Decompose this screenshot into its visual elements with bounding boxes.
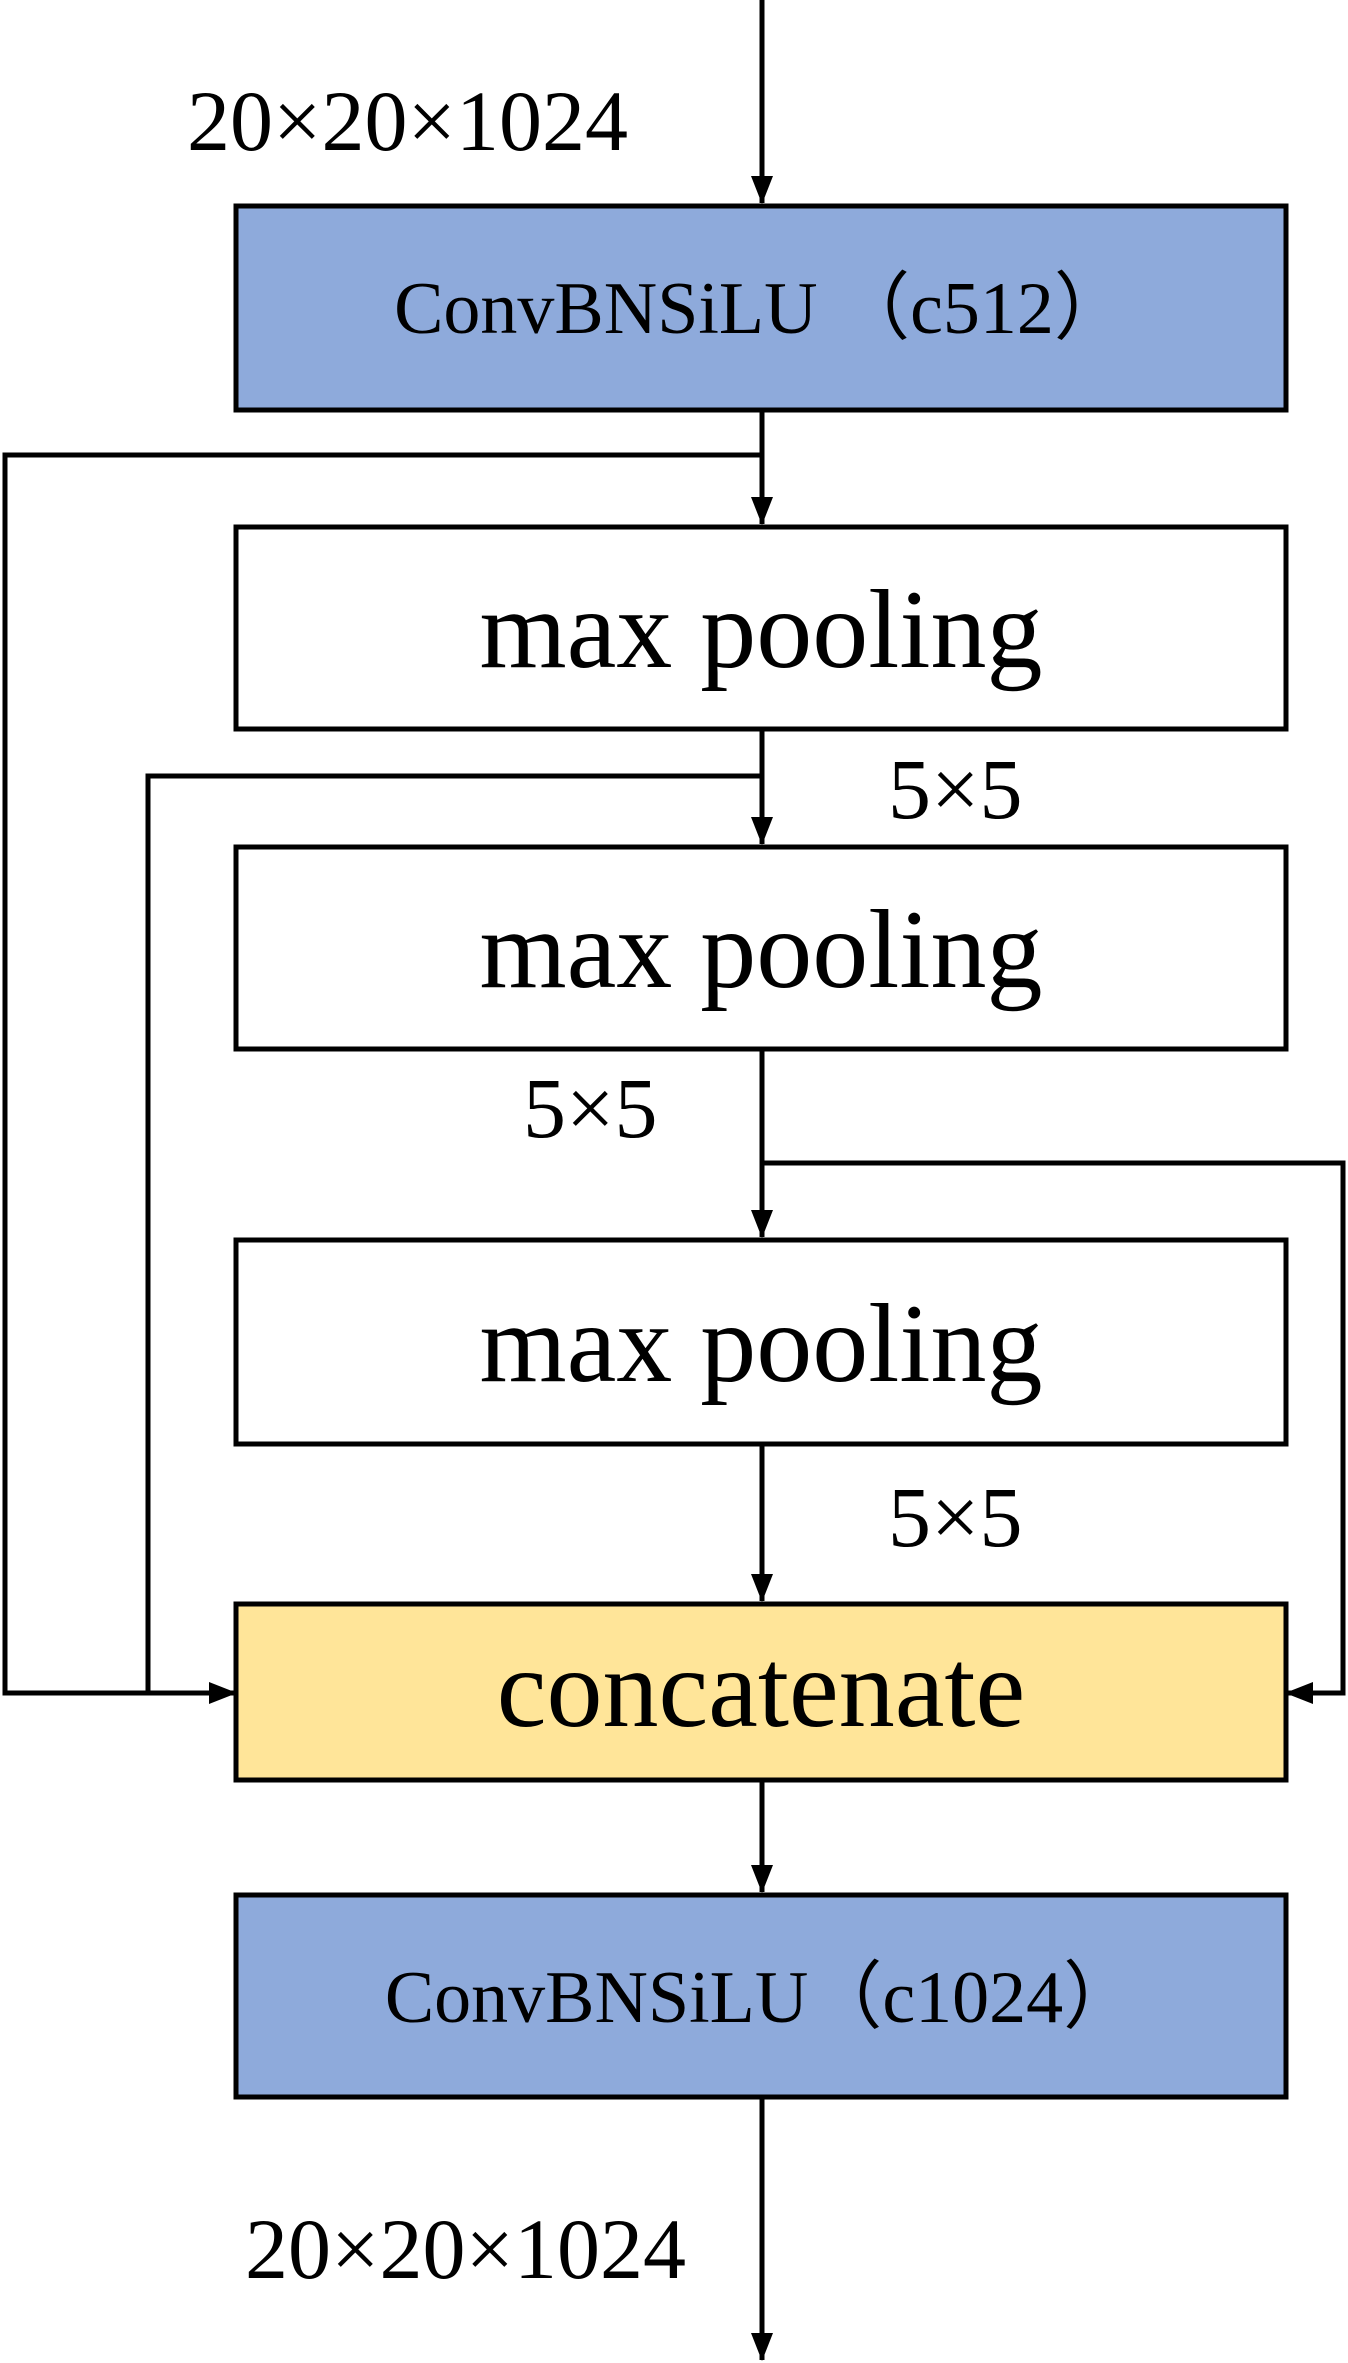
skip-connection-pool2 [762,1160,1346,1704]
conv-block-c1024-label: ConvBNSiLU（c1024） [385,1957,1137,2039]
kernel-size-label-1: 5×5 [888,741,1023,837]
input-dims-label: 20×20×1024 [187,73,628,169]
conv-block-c512: ConvBNSiLU （c512） [233,203,1289,413]
conv-block-c1024: ConvBNSiLU（c1024） [233,1892,1289,2100]
max-pooling-label-1: max pooling [479,568,1042,692]
concatenate-label: concatenate [497,1627,1026,1751]
max-pooling-block-3: max pooling [233,1237,1289,1447]
max-pooling-block-2: max pooling [233,844,1289,1052]
concatenate-block: concatenate [233,1601,1289,1783]
max-pooling-label-3: max pooling [479,1282,1042,1406]
kernel-size-label-3: 5×5 [888,1469,1023,1565]
skip-connection-pool1 [145,773,762,1693]
max-pooling-block-1: max pooling [233,524,1289,732]
conv-block-c512-label: ConvBNSiLU （c512） [394,268,1128,350]
kernel-size-label-2: 5×5 [523,1060,658,1156]
skip-connection-conv [2,452,762,1704]
max-pooling-label-2: max pooling [479,888,1042,1012]
output-dims-label: 20×20×1024 [245,2201,686,2297]
